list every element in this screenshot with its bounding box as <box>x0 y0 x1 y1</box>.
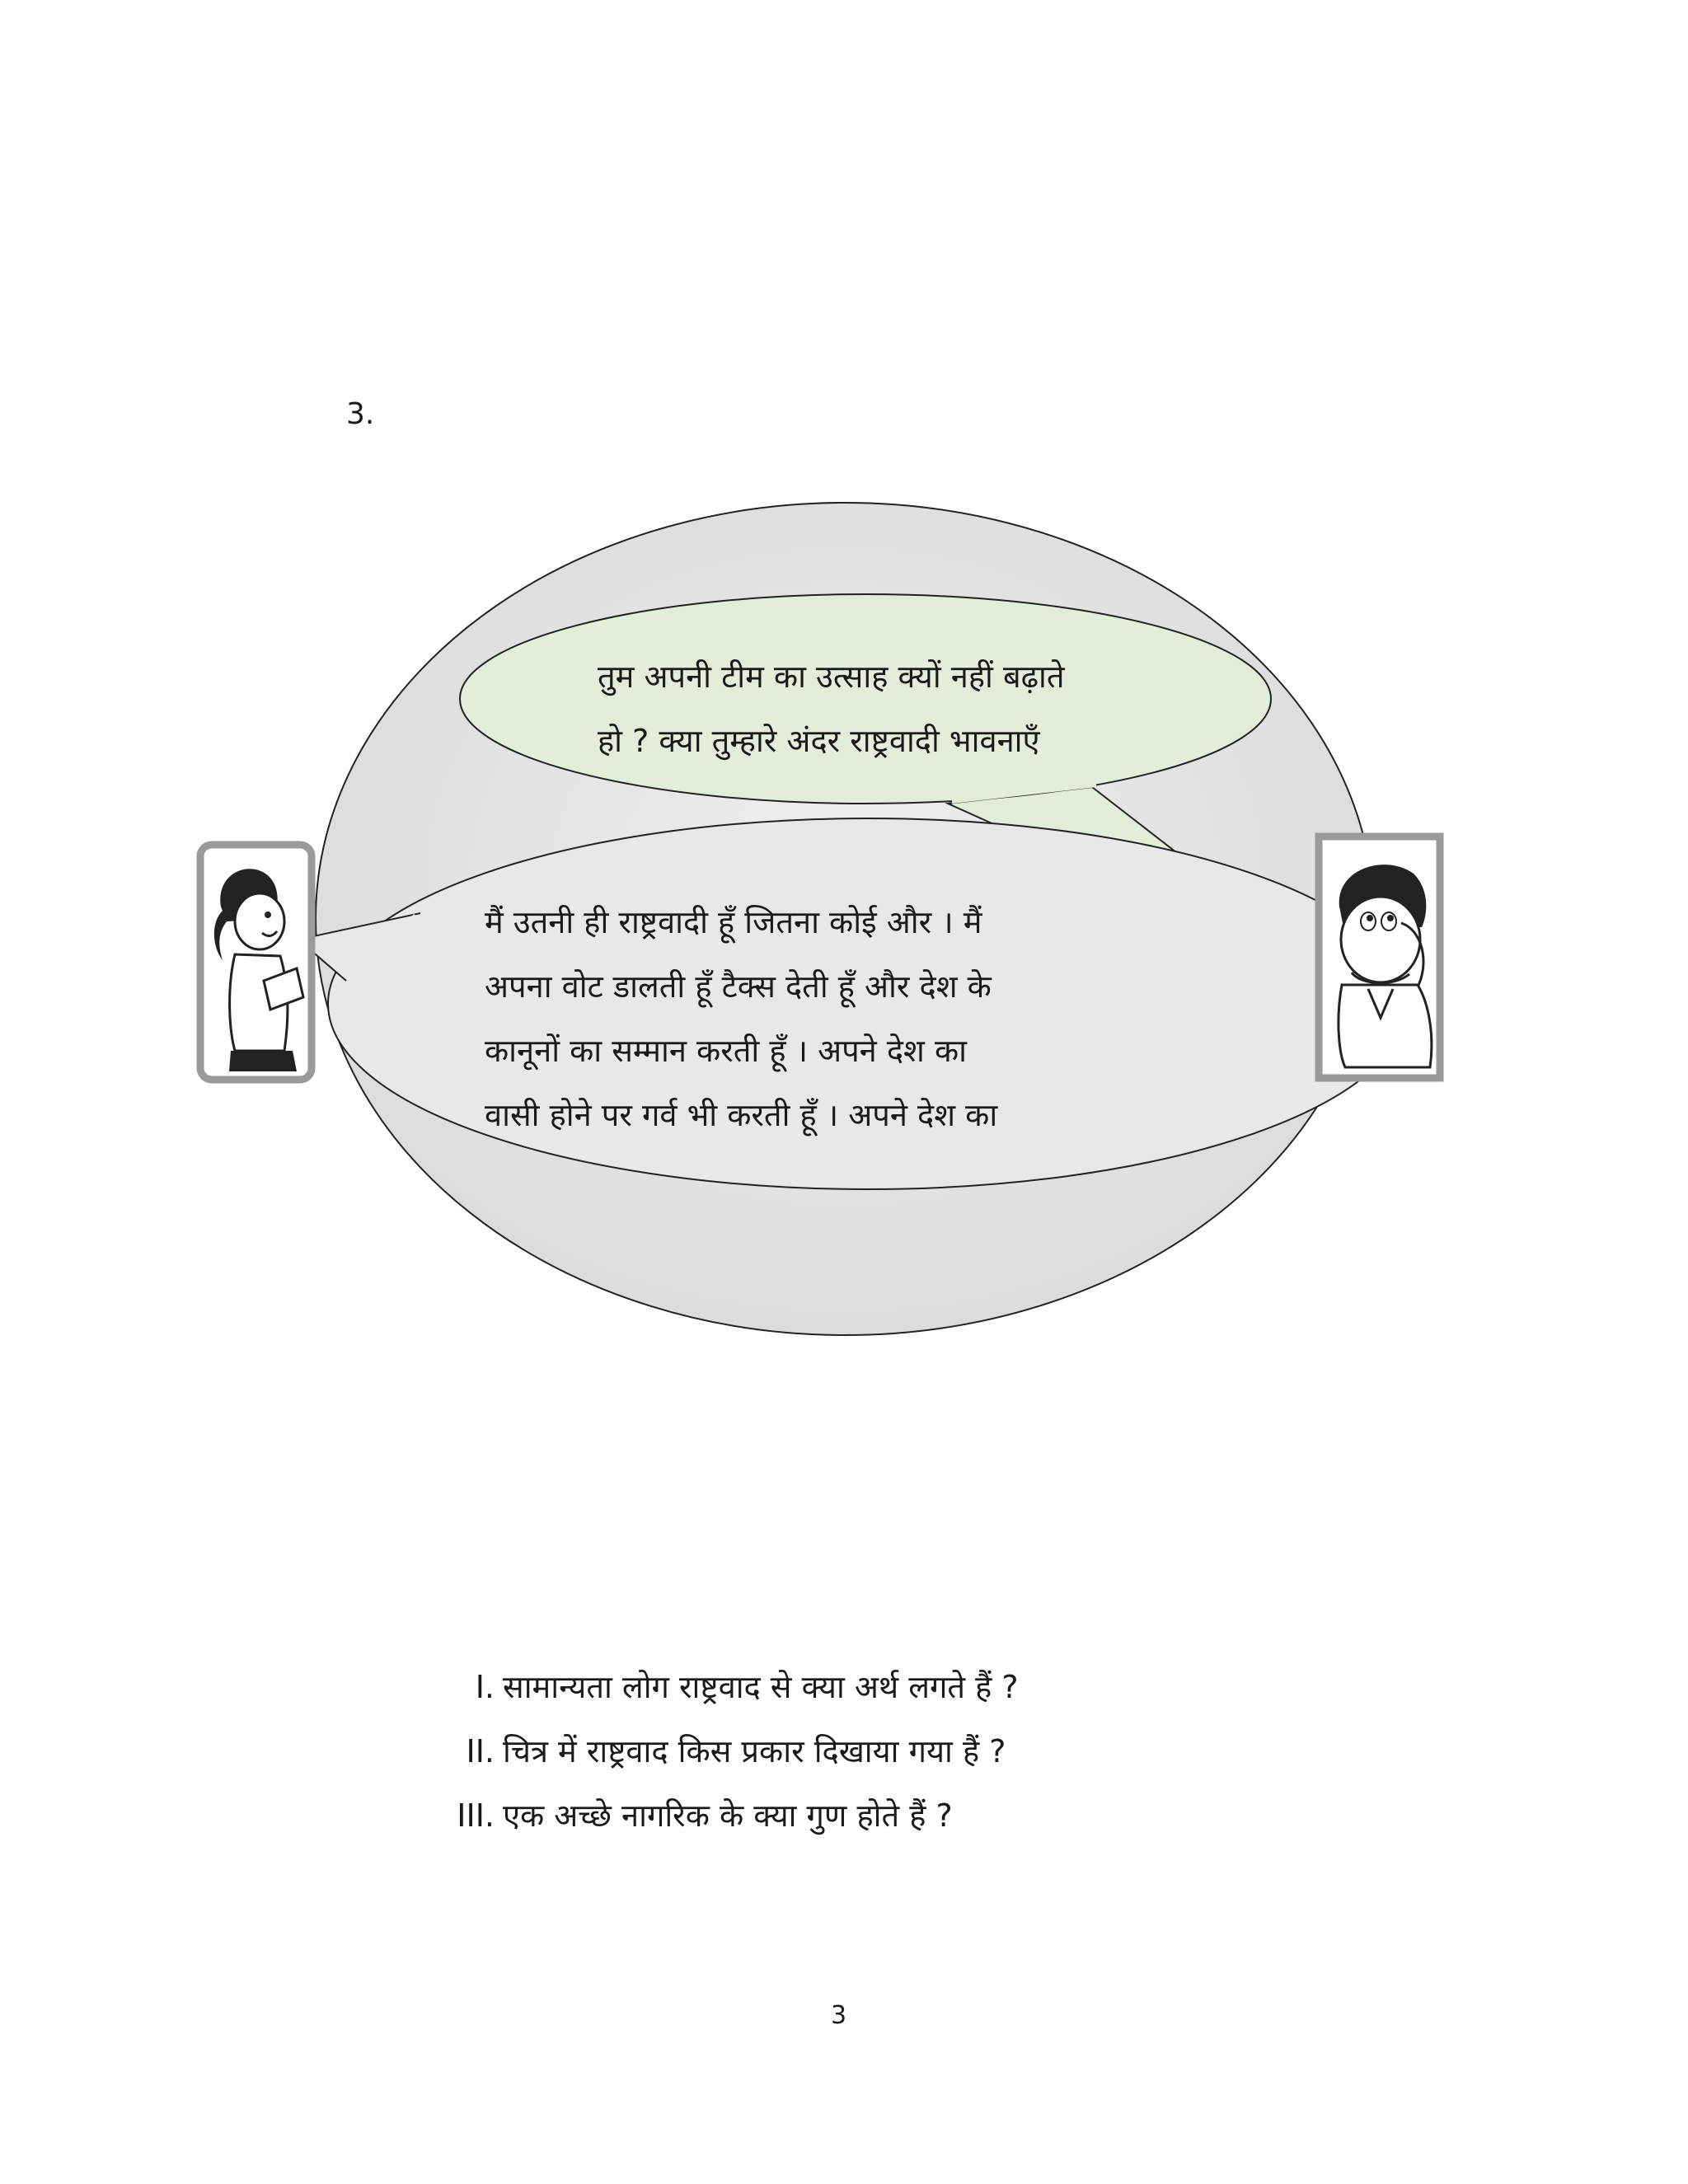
sub-question-text: एक अच्छे नागरिक के क्या गुण होते हैं ? <box>503 1797 953 1834</box>
girl-speech-line: मैं उतनी ही राष्ट्रवादी हूँ जितना कोई और… <box>485 904 982 940</box>
sub-question-text: सामान्यता लोग राष्ट्रवाद से क्या अर्थ लग… <box>503 1669 1019 1705</box>
girl-speech-line: अपना वोट डालती हूँ टैक्स देती हूँ और देश… <box>485 968 992 1005</box>
sub-question-text: चित्र में राष्ट्रवाद किस प्रकार दिखाया ग… <box>503 1733 1006 1769</box>
girl-portrait <box>196 841 316 1084</box>
girl-speech-text: मैं उतनी ही राष्ट्रवादी हूँ जितना कोई और… <box>485 890 997 1147</box>
page-number: 3 <box>831 2001 847 2030</box>
sub-question-number: II. <box>466 1733 495 1769</box>
boy-speech-line: हो ? क्या तुम्हारे अंदर राष्ट्रवादी भावन… <box>598 723 1040 759</box>
boy-speech-line: तुम अपनी टीम का उत्साह क्यों नहीं बढ़ाते <box>598 658 1065 695</box>
girl-speech-line: वासी होने पर गर्व भी करती हूँ । अपने देश… <box>485 1097 998 1133</box>
sub-question-number: I. <box>475 1669 495 1705</box>
boy-portrait <box>1315 832 1444 1082</box>
girl-speech-line: कानूनों का सम्मान करती हूँ । अपने देश का <box>485 1033 967 1069</box>
girl-speech-bubble <box>296 818 1409 1190</box>
sub-question-number: III. <box>457 1797 495 1834</box>
question-number: 3. <box>346 397 375 431</box>
cartoon-illustration <box>196 502 1444 1336</box>
boy-speech-text: तुम अपनी टीम का उत्साह क्यों नहीं बढ़ाते… <box>598 644 1065 773</box>
